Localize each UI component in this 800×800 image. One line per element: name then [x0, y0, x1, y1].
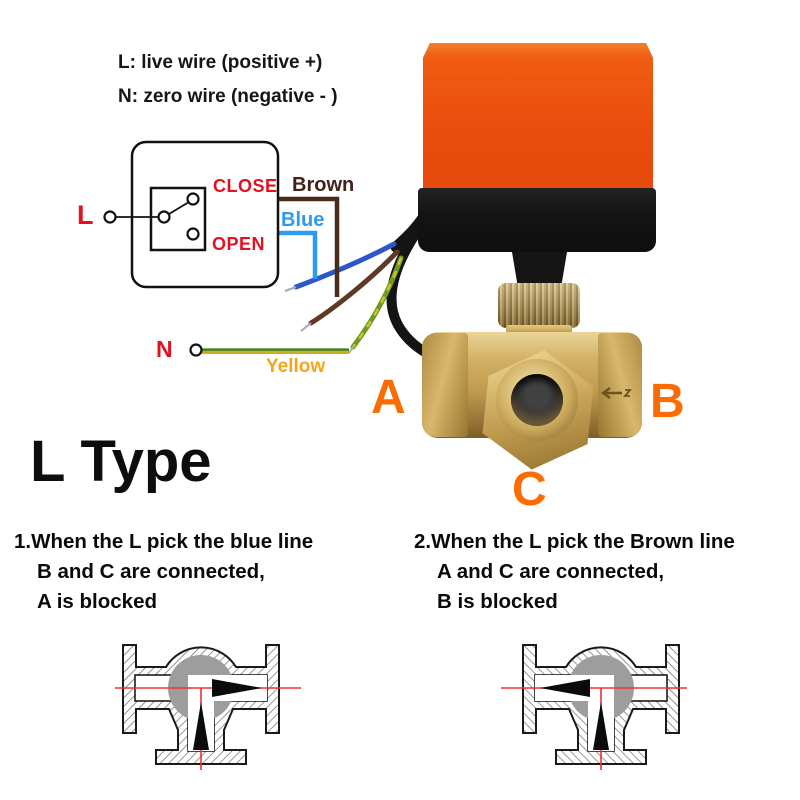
legend-zero-wire: N: zero wire (negative - ) [118, 86, 338, 107]
cross-section-ac-connected [501, 644, 687, 770]
n-terminal [189, 343, 203, 357]
brown-wire [300, 249, 400, 332]
yellow-schematic-line [202, 348, 349, 354]
port-c-label: C [512, 463, 547, 516]
note-line: 2.When the L pick the Brown line [414, 530, 735, 553]
flow-arrow-up [193, 702, 209, 750]
close-terminal [186, 192, 200, 206]
cross-section-bc-connected [115, 644, 301, 770]
note-line: B is blocked [437, 590, 558, 613]
blue-wire [284, 241, 397, 292]
open-terminal [186, 227, 200, 241]
l-wire-label: L [77, 200, 94, 230]
port-b-label: B [650, 375, 685, 428]
brown-wire-label: Brown [292, 174, 355, 196]
yellow-green-wire [348, 255, 404, 354]
flow-arrow-up [593, 702, 609, 750]
flow-arrow-horizontal [212, 679, 262, 697]
note-brown-line: 2.When the L pick the Brown line A and C… [414, 527, 735, 617]
l-passage [188, 675, 267, 751]
note-blue-line: 1.When the L pick the blue line B and C … [14, 527, 313, 617]
note-line: B and C are connected, [37, 560, 265, 583]
actuator-cable [386, 200, 463, 371]
open-label: OPEN [212, 234, 266, 254]
note-line: A and C are connected, [437, 560, 665, 583]
blue-wire-label: Blue [281, 209, 325, 231]
note-line: A is blocked [37, 590, 157, 613]
n-wire-label: N [156, 336, 173, 362]
flow-arrow-horizontal [540, 679, 590, 697]
yellow-wire-label: Yellow [266, 356, 326, 377]
legend-live-wire: L: live wire (positive +) [118, 52, 323, 73]
pivot-terminal [157, 210, 171, 224]
switch-box [103, 140, 280, 289]
close-label: CLOSE [213, 176, 278, 196]
valve-type-title: L Type [30, 429, 212, 494]
port-a-label: A [371, 371, 406, 424]
l-passage [535, 675, 614, 751]
l-terminal [103, 210, 117, 224]
note-line: 1.When the L pick the blue line [14, 530, 314, 553]
